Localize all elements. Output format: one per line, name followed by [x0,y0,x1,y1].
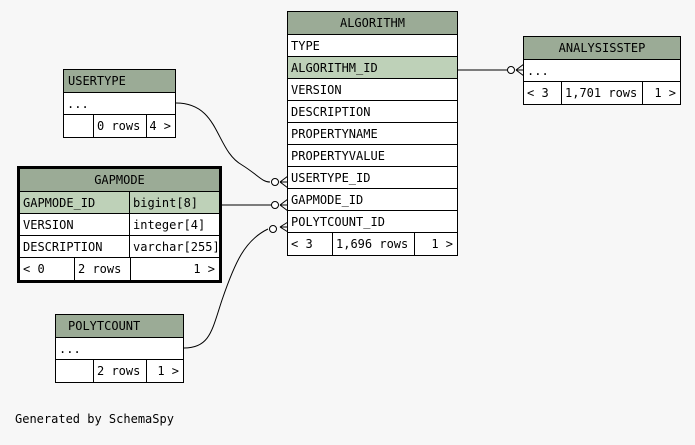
column-row[interactable]: POLYTCOUNT_ID [288,211,457,233]
edge-usertype-algorithm [175,102,271,183]
parents-count[interactable]: < 3 [524,82,562,104]
column-row-primary-key[interactable]: GAPMODE_ID bigint[8] [20,192,219,214]
parents-count[interactable]: < 3 [288,233,333,255]
table-footer: 0 rows 4 > [64,115,175,137]
column-row[interactable]: ... [64,93,175,115]
children-count[interactable]: 4 > [149,119,171,133]
column-row[interactable]: GAPMODE_ID [288,189,457,211]
column-row[interactable]: TYPE [288,35,457,57]
row-count: 1,696 rows [333,233,415,255]
table-polytcount[interactable]: POLYTCOUNT ... 2 rows 1 > [55,314,184,383]
table-usertype[interactable]: USERTYPE ... 0 rows 4 > [63,69,176,138]
parents-count [56,360,94,382]
edge-polytcount-algorithm [183,228,269,349]
column-row[interactable]: VERSION [288,79,457,101]
table-title[interactable]: ANALYSISSTEP [524,37,680,60]
column-name: VERSION [20,214,130,235]
table-footer: < 3 1,701 rows 1 > [524,82,680,104]
table-analysisstep[interactable]: ANALYSISSTEP ... < 3 1,701 rows 1 > [523,36,681,105]
generated-by-label: Generated by SchemaSpy [15,412,174,426]
column-row[interactable]: ... [56,338,183,360]
column-name: DESCRIPTION [20,236,130,257]
children-count[interactable]: 1 > [654,86,676,100]
column-row-primary-key[interactable]: ALGORITHM_ID [288,57,457,79]
column-row[interactable]: USERTYPE_ID [288,167,457,189]
column-type: varchar[255] [133,240,219,254]
row-count: 1,701 rows [562,82,643,104]
column-row[interactable]: DESCRIPTION varchar[255] [20,236,219,258]
column-name: GAPMODE_ID [20,192,130,213]
table-footer: 2 rows 1 > [56,360,183,382]
table-gapmode[interactable]: GAPMODE GAPMODE_ID bigint[8] VERSION int… [17,166,222,283]
column-row[interactable]: PROPERTYNAME [288,123,457,145]
row-count: 0 rows [94,115,147,137]
table-title[interactable]: USERTYPE [64,70,175,93]
parents-count[interactable]: < 0 [20,258,75,280]
column-type: integer[4] [133,218,206,232]
table-title[interactable]: POLYTCOUNT [56,315,183,338]
row-count: 2 rows [75,258,131,280]
column-row[interactable]: ... [524,60,680,82]
children-count[interactable]: 1 > [157,364,179,378]
table-title[interactable]: ALGORITHM [288,12,457,35]
column-row[interactable]: VERSION integer[4] [20,214,219,236]
children-count[interactable]: 1 > [431,237,453,251]
row-count: 2 rows [94,360,147,382]
crowfoot [515,63,525,71]
column-row[interactable]: DESCRIPTION [288,101,457,123]
column-type: bigint[8] [133,196,199,210]
parents-count [64,115,94,137]
table-title[interactable]: GAPMODE [20,169,219,192]
column-row[interactable]: PROPERTYVALUE [288,145,457,167]
table-algorithm[interactable]: ALGORITHM TYPE ALGORITHM_ID VERSION DESC… [287,11,458,256]
table-footer: < 3 1,696 rows 1 > [288,233,457,255]
table-footer: < 0 2 rows 1 > [20,258,219,280]
children-count[interactable]: 1 > [193,262,215,276]
